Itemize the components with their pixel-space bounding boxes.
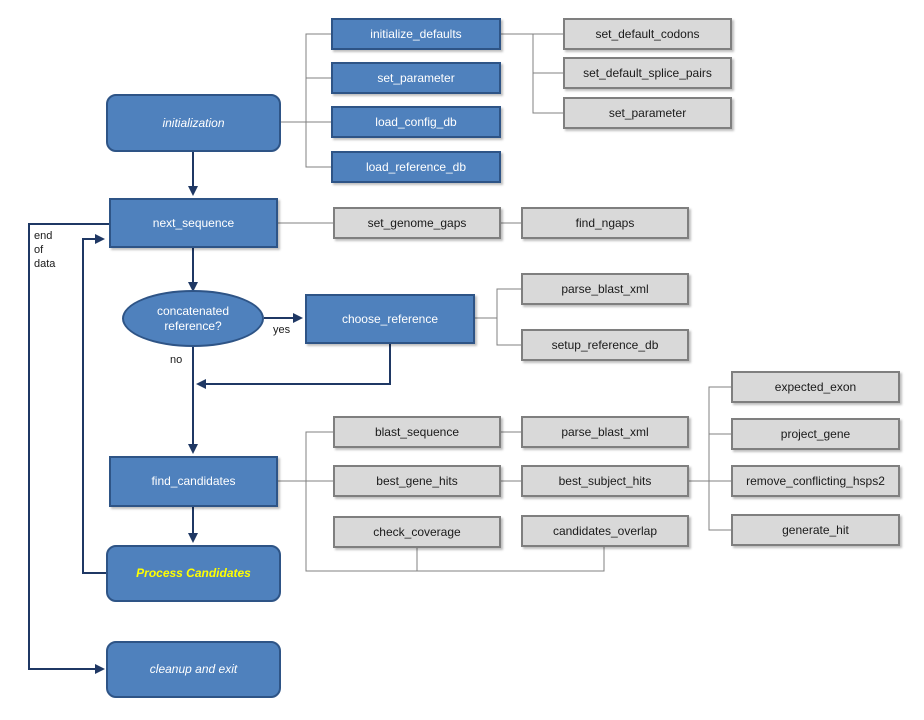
node-initialization: initialization: [106, 94, 281, 152]
node-initialize-defaults: initialize_defaults: [331, 18, 501, 50]
node-set-parameter-blue: set_parameter: [331, 62, 501, 94]
node-parse-blast-xml-2: parse_blast_xml: [521, 416, 689, 448]
node-set-default-codons: set_default_codons: [563, 18, 732, 50]
node-concatenated-reference: concatenated reference?: [122, 290, 264, 347]
node-blast-sequence: blast_sequence: [333, 416, 501, 448]
node-set-default-splice-pairs: set_default_splice_pairs: [563, 57, 732, 89]
node-find-candidates: find_candidates: [109, 456, 278, 507]
label-yes: yes: [273, 324, 291, 336]
node-load-reference-db: load_reference_db: [331, 151, 501, 183]
node-cleanup-and-exit: cleanup and exit: [106, 641, 281, 698]
node-project-gene: project_gene: [731, 418, 900, 450]
node-find-ngaps: find_ngaps: [521, 207, 689, 239]
arrow-loop-back: [82, 234, 106, 574]
node-check-coverage: check_coverage: [333, 516, 501, 548]
node-set-genome-gaps: set_genome_gaps: [333, 207, 501, 239]
node-choose-reference: choose_reference: [305, 294, 475, 344]
node-load-config-db: load_config_db: [331, 106, 501, 138]
connector-init-bracket: [305, 33, 331, 168]
node-process-candidates: Process Candidates: [106, 545, 281, 602]
node-best-gene-hits: best_gene_hits: [333, 465, 501, 497]
node-next-sequence: next_sequence: [109, 198, 278, 248]
node-parse-blast-xml-1: parse_blast_xml: [521, 273, 689, 305]
node-best-subject-hits: best_subject_hits: [521, 465, 689, 497]
node-setup-reference-db: setup_reference_db: [521, 329, 689, 361]
node-set-parameter-grey: set_parameter: [563, 97, 732, 129]
node-generate-hit: generate_hit: [731, 514, 900, 546]
node-candidates-overlap: candidates_overlap: [521, 515, 689, 547]
label-end-of-data: end of data: [34, 230, 56, 270]
arrow-end-of-data: [28, 223, 109, 674]
label-no: no: [170, 354, 183, 366]
node-remove-conflicting-hsps2: remove_conflicting_hsps2: [731, 465, 900, 497]
node-expected-exon: expected_exon: [731, 371, 900, 403]
arrow-choose-merge: [196, 344, 391, 389]
